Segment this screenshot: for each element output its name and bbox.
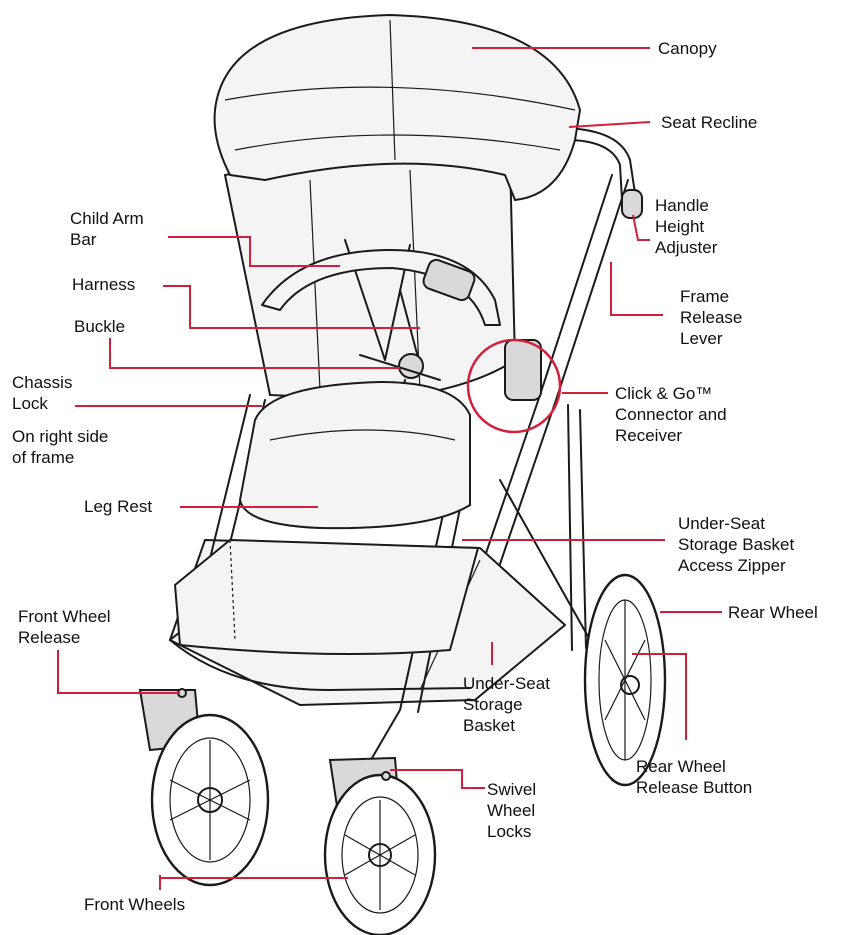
label-harness: Harness — [72, 274, 135, 295]
label-under-seat-basket: Under-Seat Storage Basket — [463, 673, 550, 736]
label-seat-recline: Seat Recline — [661, 112, 757, 133]
stroller-illustration — [140, 15, 665, 935]
label-swivel-wheel-locks: Swivel Wheel Locks — [487, 779, 536, 842]
label-click-go: Click & Go™ Connector and Receiver — [615, 383, 727, 446]
label-rear-wheel-release-button: Rear Wheel Release Button — [636, 756, 752, 798]
label-buckle: Buckle — [74, 316, 125, 337]
label-frame-release-lever: Frame Release Lever — [680, 286, 742, 349]
label-front-wheels: Front Wheels — [84, 894, 185, 915]
click-go-connector[interactable] — [505, 340, 541, 400]
label-under-seat-zipper: Under-Seat Storage Basket Access Zipper — [678, 513, 794, 576]
leader-frame-release — [611, 262, 663, 315]
label-leg-rest: Leg Rest — [84, 496, 152, 517]
label-handle-height-adjuster: Handle Height Adjuster — [655, 195, 717, 258]
leader-front-wheels — [160, 875, 348, 890]
label-child-arm-bar: Child Arm Bar — [70, 208, 144, 250]
leader-seat-recline — [569, 122, 650, 127]
label-front-wheel-release: Front Wheel Release — [18, 606, 111, 648]
label-canopy: Canopy — [658, 38, 717, 59]
label-rear-wheel: Rear Wheel — [728, 602, 818, 623]
label-chassis-lock: Chassis Lock — [12, 372, 72, 414]
label-chassis-lock-note: On right side of frame — [12, 426, 108, 468]
handle-adjuster-knob[interactable] — [622, 190, 642, 218]
leader-front-wheel-release — [58, 650, 180, 693]
